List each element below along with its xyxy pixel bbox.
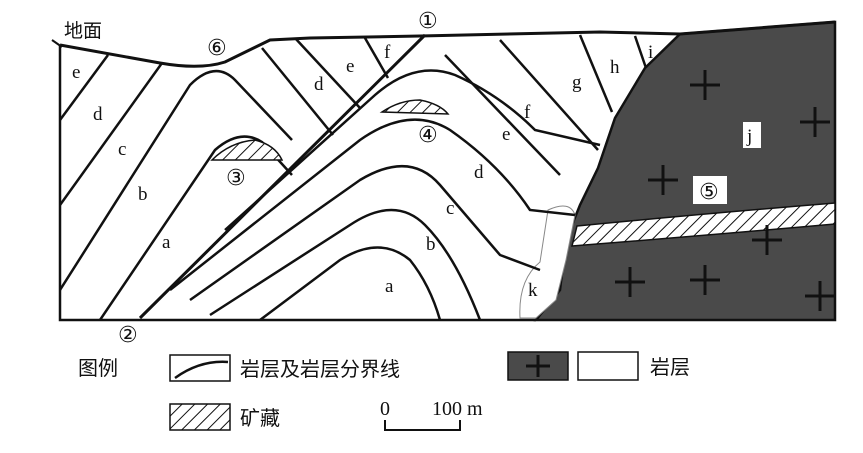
boundary-left-2: [60, 62, 164, 206]
anticline-arc-4: [209, 208, 482, 320]
ore-body-4: [379, 99, 450, 115]
marker-4: ④: [418, 123, 438, 148]
ore-body-3: [210, 139, 284, 161]
scale-max: 100 m: [432, 398, 483, 420]
label-d-mid: d: [314, 74, 324, 95]
label-d-left: d: [93, 104, 103, 125]
legend-boundary-swatch: [169, 354, 231, 382]
label-j-box: [743, 122, 761, 148]
legend-ore-swatch: [169, 403, 231, 431]
legend-title: 图例: [78, 356, 118, 380]
legend-rock-label: 岩层: [650, 355, 690, 379]
surface-label: 地面: [64, 20, 102, 42]
boundary-left-1: [60, 54, 110, 121]
boundary-right-3: [578, 34, 614, 113]
label-j: j: [746, 126, 752, 147]
legend-boundary-label: 岩层及岩层分界线: [240, 357, 400, 381]
label-e-mid: e: [346, 56, 354, 77]
surface-pointer: [51, 39, 63, 48]
intrusion-symbols: [615, 70, 835, 311]
marker-2: ②: [118, 323, 138, 348]
anticline-arc-2: [169, 118, 576, 291]
label-c-left: c: [118, 139, 126, 160]
label-b-left: b: [138, 184, 148, 205]
label-e-right: e: [502, 124, 510, 145]
label-k: k: [528, 280, 538, 301]
label-a-left: a: [162, 232, 171, 253]
anticline-arc-3: [189, 165, 541, 302]
marker-3: ③: [226, 166, 246, 191]
boundary-left-3: [60, 70, 293, 291]
intrusion-body: [533, 20, 837, 322]
marker-5: ⑤: [699, 180, 719, 205]
ore-vein-5: [571, 202, 836, 247]
scale-zero: 0: [380, 398, 390, 420]
label-c-right: c: [446, 198, 454, 219]
anticline-arc-1: [224, 69, 601, 231]
legend-rock-swatch: [577, 351, 639, 381]
marker-1: ①: [418, 9, 438, 34]
ground-surface: [59, 20, 836, 68]
boundary-mid-3: [363, 37, 390, 79]
legend-boundary-line: [174, 360, 229, 380]
section-frame: [58, 45, 536, 322]
marker-5-box: [693, 176, 727, 204]
label-a-core: a: [385, 276, 394, 297]
label-b-right: b: [426, 234, 436, 255]
label-d-right: d: [474, 162, 484, 183]
boundary-right-2: [499, 39, 599, 151]
stratum-k-pocket: [519, 205, 576, 319]
label-h: h: [610, 57, 620, 78]
label-e-left: e: [72, 62, 80, 83]
marker-6: ⑥: [207, 36, 227, 61]
boundary-mid-2: [294, 37, 361, 109]
anticline-arc-5: [259, 246, 442, 320]
boundary-left-4: [98, 135, 293, 320]
legend-intrusion-plus-icon: [526, 355, 550, 377]
label-g: g: [572, 72, 582, 93]
boundary-mid-1: [261, 47, 334, 136]
label-i: i: [648, 42, 653, 63]
scale-bar: [384, 420, 461, 431]
boundary-right-4: [633, 35, 648, 69]
label-f-top: f: [384, 42, 391, 63]
boundary-right-1: [444, 54, 561, 176]
legend-ore-label: 矿藏: [240, 406, 280, 430]
fault-line: [138, 33, 427, 320]
label-f-right: f: [524, 102, 531, 123]
